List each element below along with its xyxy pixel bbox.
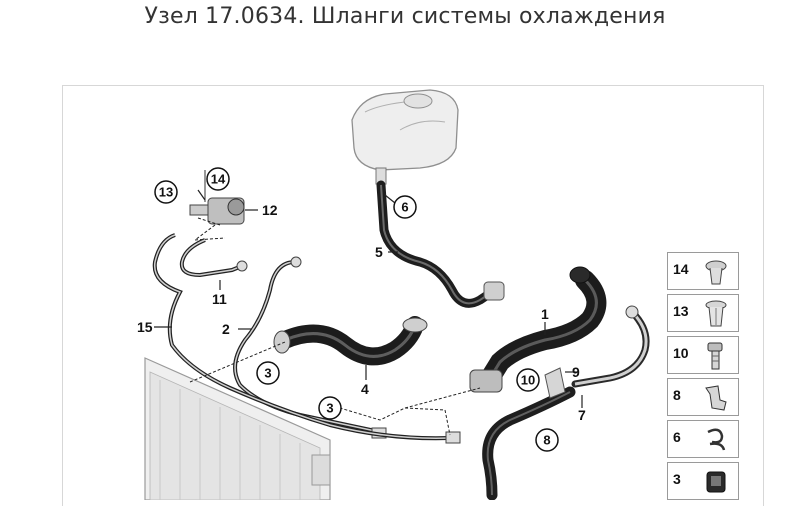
svg-text:3: 3: [264, 366, 271, 381]
callout-circle-10: 10: [516, 368, 540, 392]
part-panel-3[interactable]: 3: [667, 462, 739, 500]
part-number: 3: [673, 471, 681, 487]
hose-4: [273, 316, 428, 366]
hose-5: [376, 180, 505, 308]
bracket-9: [544, 367, 566, 399]
callout-1: 1: [541, 306, 549, 322]
hose-15: [152, 233, 461, 444]
svg-text:6: 6: [401, 200, 408, 215]
callout-leaders: [154, 189, 583, 408]
page-title: Узел 17.0634. Шланги системы охлаждения: [144, 4, 666, 29]
callout-circle-3a: 3: [256, 361, 280, 385]
bolt-icon: [707, 342, 723, 370]
callout-circle-6: 6: [393, 195, 417, 219]
coolant-valve-12: [189, 170, 245, 225]
part-number: 8: [673, 387, 681, 403]
part-panel-13[interactable]: 13: [667, 294, 739, 332]
expanding-rivet-icon: [705, 300, 727, 327]
part-panel-10[interactable]: 10: [667, 336, 739, 374]
part-number: 13: [673, 303, 689, 319]
callout-7: 7: [578, 407, 586, 423]
expansion-tank: [351, 89, 459, 185]
callout-circle-13: 13: [154, 180, 178, 204]
svg-text:14: 14: [211, 172, 226, 187]
callout-circle-8: 8: [535, 428, 559, 452]
hose-8: [482, 386, 576, 500]
diagram-frame: [62, 85, 764, 506]
hose-11: [179, 238, 248, 278]
callout-12: 12: [262, 202, 278, 218]
part-number: 6: [673, 429, 681, 445]
callout-circle-14: 14: [206, 167, 230, 191]
svg-text:3: 3: [326, 401, 333, 416]
clip-icon: [705, 260, 727, 285]
svg-text:13: 13: [159, 185, 173, 200]
part-panel-14[interactable]: 14: [667, 252, 739, 290]
leader-lines: [189, 217, 481, 436]
callout-15: 15: [137, 319, 153, 335]
hose-clip-icon: [706, 471, 726, 493]
hose-7: [571, 305, 650, 388]
bracket-icon: [705, 385, 727, 411]
callout-5: 5: [375, 244, 383, 260]
callout-2: 2: [222, 321, 230, 337]
callout-4: 4: [361, 381, 369, 397]
callout-11: 11: [212, 291, 227, 307]
hose-clamp-icon: [707, 428, 726, 451]
hose-1: [469, 266, 607, 393]
svg-text:8: 8: [543, 433, 550, 448]
svg-text:10: 10: [521, 373, 535, 388]
part-panel-6[interactable]: 6: [667, 420, 739, 458]
callout-circle-3b: 3: [318, 396, 342, 420]
callout-9: 9: [572, 364, 580, 380]
radiator: [144, 357, 331, 500]
part-panel-8[interactable]: 8: [667, 378, 739, 416]
part-number: 14: [673, 261, 689, 277]
part-number: 10: [673, 345, 689, 361]
